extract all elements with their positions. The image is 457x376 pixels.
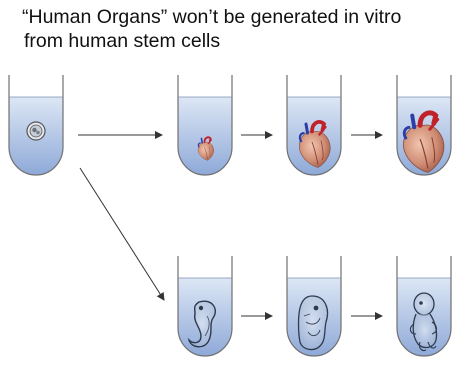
heart-tube-small <box>178 75 232 175</box>
arrow-to-embryo-row <box>80 168 164 300</box>
embryo-icon <box>299 296 328 349</box>
heart-tube-large <box>397 75 451 175</box>
embryo-cell-icon <box>27 122 45 140</box>
heart-tube-medium <box>287 75 341 175</box>
embryo-tube-mid <box>287 256 341 356</box>
source-tube <box>9 75 63 175</box>
embryo-tube-early <box>178 256 232 356</box>
embryo-tube-late <box>397 256 451 356</box>
